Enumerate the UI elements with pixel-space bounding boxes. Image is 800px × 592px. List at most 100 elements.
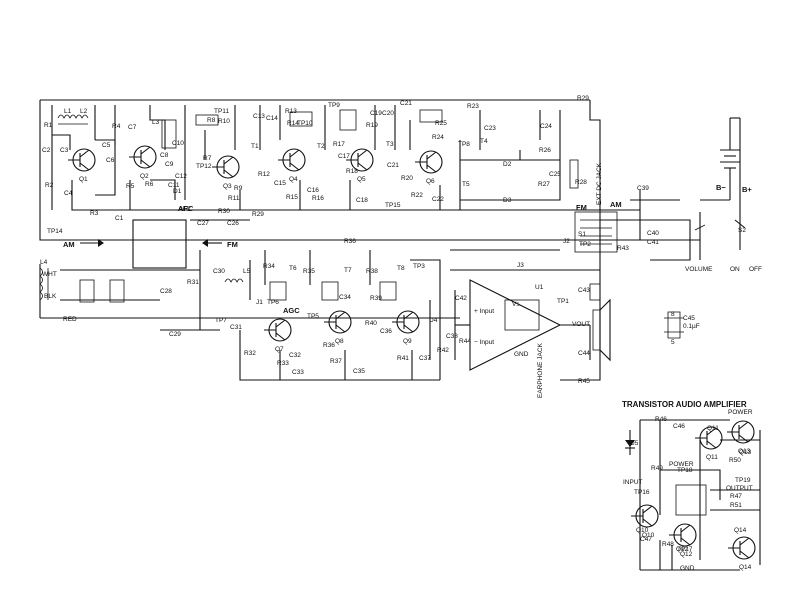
component-label: TP10 <box>297 120 313 127</box>
transistor-q6: Q6 <box>415 150 443 185</box>
component-label: R29 <box>577 95 589 102</box>
component-label: C31 <box>230 324 242 331</box>
component-label: R50 <box>729 457 741 464</box>
component-label: R42 <box>437 347 449 354</box>
component-label: R15 <box>286 194 298 201</box>
input-minus-label: − Input <box>474 339 494 346</box>
component-label: C45 <box>683 315 695 322</box>
component-label: Q11 <box>707 425 719 432</box>
transistor-q9: Q9 <box>392 310 420 345</box>
component-label: Q10 <box>636 527 649 534</box>
component-label: TP11 <box>214 108 229 115</box>
component-label: C41 <box>647 239 659 246</box>
component-label: R49 <box>651 465 663 472</box>
transistor-label: Q3 <box>223 183 232 190</box>
component-label: C29 <box>169 331 181 338</box>
component-label: T8 <box>397 265 405 272</box>
component-label: R23 <box>467 103 479 110</box>
component-label: C17 <box>338 153 350 160</box>
transistor-q5: Q5 <box>346 148 374 183</box>
component-label: C27 <box>197 220 209 227</box>
amp-panel <box>625 419 761 571</box>
component-label: Q13 <box>739 449 752 456</box>
amp-gnd-label: GND <box>680 565 695 572</box>
bottom-stage-wiring <box>39 250 441 381</box>
component-label: R33 <box>277 360 289 367</box>
component-label: R1 <box>44 122 53 129</box>
component-label: C28 <box>160 288 172 295</box>
component-label: TP2 <box>579 241 591 248</box>
component-label: R29 <box>252 211 264 218</box>
component-label: Q12 <box>676 546 689 553</box>
component-label: TP8 <box>458 141 470 148</box>
component-label: TP16 <box>634 489 650 496</box>
component-label: R24 <box>432 134 444 141</box>
component-label: C3 <box>60 147 69 154</box>
component-label: C22 <box>432 196 444 203</box>
pin-vs-label: Vs <box>512 301 520 308</box>
s2-label: S2 <box>738 227 746 234</box>
amp-output-label: OUTPUT <box>726 485 753 492</box>
component-label: C9 <box>165 161 174 168</box>
battery-switch <box>694 118 746 260</box>
component-label: C18 <box>356 197 368 204</box>
component-label: TP3 <box>413 263 425 270</box>
transistor-q3: Q3 <box>212 155 240 190</box>
component-label: S1 <box>578 231 586 238</box>
component-label: R11 <box>228 195 240 202</box>
pin-8-label: 8 <box>671 311 675 318</box>
component-label: R37 <box>330 358 342 365</box>
component-label: R5 <box>126 183 135 190</box>
component-label: C40 <box>647 230 659 237</box>
transistor-label: Q13 <box>738 448 751 455</box>
component-label: C6 <box>106 157 115 164</box>
component-label: TP7 <box>215 317 227 324</box>
transistor-label: Q12 <box>680 551 693 558</box>
component-label: R48 <box>662 541 674 548</box>
component-label: TP9 <box>328 102 340 109</box>
component-label: R16 <box>312 195 324 202</box>
center-board <box>80 219 222 269</box>
wht-label: WHT <box>42 271 57 278</box>
audio-output-stage <box>454 279 611 371</box>
amp-power-top: POWER <box>728 409 753 416</box>
component-label: R20 <box>401 175 413 182</box>
component-label: C46 <box>673 423 685 430</box>
component-label: C4 <box>64 190 73 197</box>
input-plus-label: + Input <box>474 308 494 315</box>
component-label: R44 <box>459 338 471 345</box>
component-label: C25 <box>549 171 561 178</box>
component-label: R32 <box>244 350 256 357</box>
component-label: TP1 <box>557 298 569 305</box>
component-label: C23 <box>484 125 496 132</box>
component-label: J1 <box>256 299 263 306</box>
component-label: TP5 <box>307 313 319 320</box>
component-label: L1 <box>64 108 72 115</box>
c45-footprint <box>664 311 684 339</box>
transistor-q8: Q8 <box>324 310 352 345</box>
component-label: C5 <box>102 142 111 149</box>
red-label: RED <box>63 316 77 323</box>
transistor-q2: Q2 <box>129 145 157 180</box>
transistor-label: Q1 <box>79 176 88 183</box>
component-label: C26 <box>227 220 239 227</box>
transistor-label: Q10 <box>642 532 655 539</box>
component-label: R43 <box>617 245 629 252</box>
transistor-label: Q7 <box>275 346 284 353</box>
transistor-q11: Q11 <box>695 426 723 461</box>
component-label: C13 <box>253 113 265 120</box>
component-label: C21 <box>400 100 412 107</box>
component-label: R22 <box>411 192 423 199</box>
component-label: R10 <box>218 118 230 125</box>
component-label: R3 <box>90 210 99 217</box>
text-annotations: AM FM AM FM EXT DC JACK AGC AFC WHT BLK … <box>42 162 762 572</box>
component-label: R47 <box>730 493 742 500</box>
component-label: R27 <box>538 181 550 188</box>
transistor-label: Q14 <box>739 564 752 571</box>
agc-label: AGC <box>283 306 300 315</box>
component-label: C32 <box>289 352 301 359</box>
component-label: C11 <box>168 182 180 189</box>
component-label: C47 <box>640 536 652 543</box>
